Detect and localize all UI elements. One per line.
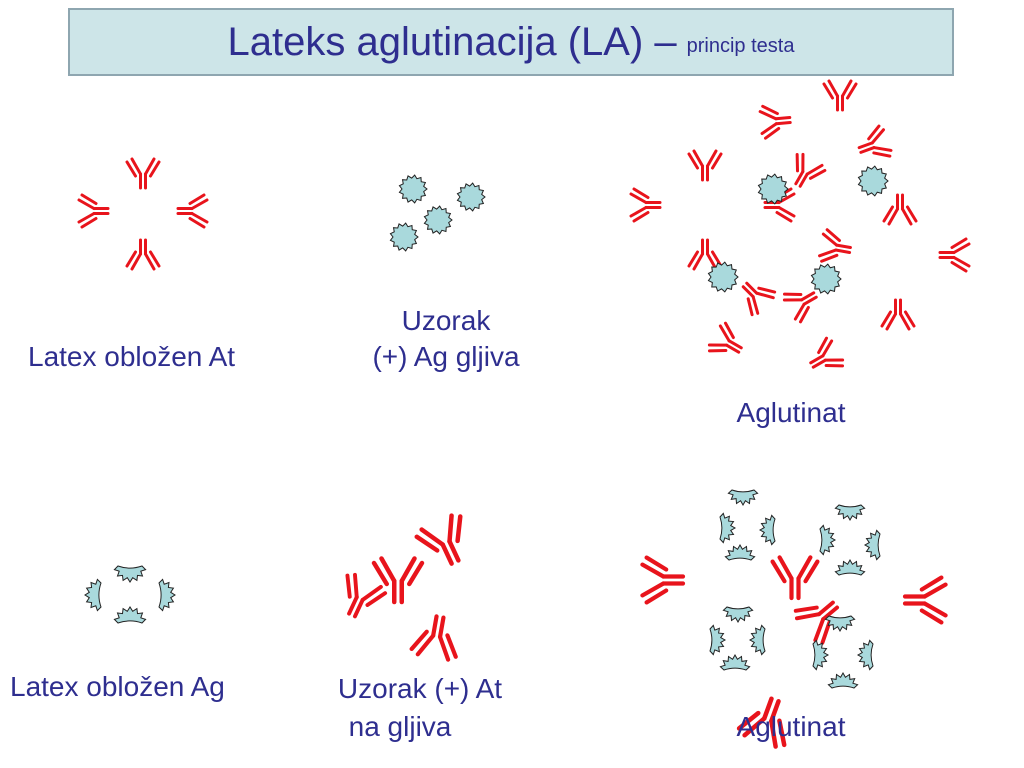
antigen-fragment-icon — [719, 512, 737, 544]
antigen-fragment-icon — [758, 514, 776, 546]
antibody-icon — [77, 193, 110, 229]
latex-particle-icon — [810, 263, 842, 295]
antibody-icon — [770, 555, 820, 601]
title-banner: Lateks aglutinacija (LA) – princip testa — [68, 8, 954, 76]
antibody-icon — [176, 193, 209, 229]
antibody-icon — [409, 614, 458, 662]
latex-particle-icon — [707, 261, 739, 293]
antibody-icon — [125, 157, 161, 190]
antibody-icon — [640, 555, 686, 605]
antibody-icon — [687, 238, 723, 271]
antigen-fragment-icon — [724, 543, 756, 561]
page-title: Lateks aglutinacija (LA) – — [227, 19, 677, 64]
antibody-icon — [902, 575, 948, 625]
antibody-icon — [414, 513, 463, 566]
latex-particle-icon — [398, 174, 428, 204]
antigen-fragment-icon — [113, 606, 147, 624]
antibody-icon — [707, 321, 743, 354]
label-agglutinate-bottom: Aglutinat — [736, 711, 846, 742]
antibody-icon — [809, 336, 845, 369]
latex-particle-icon — [757, 173, 789, 205]
antibody-icon — [345, 572, 388, 619]
particle-layer — [84, 165, 889, 689]
antibody-icon — [629, 187, 662, 223]
antibody-icon — [736, 696, 787, 749]
antibody-icon — [938, 237, 971, 273]
page-subtitle: princip testa — [686, 34, 795, 57]
antigen-fragment-icon — [812, 639, 830, 671]
antigen-fragment-icon — [113, 565, 147, 583]
antigen-fragment-icon — [827, 671, 859, 689]
antibody-icon — [782, 291, 818, 324]
antibody-icon — [794, 152, 827, 188]
antigen-fragment-icon — [158, 578, 176, 612]
antibody-icon — [793, 600, 840, 645]
antibody-icon — [880, 298, 916, 331]
latex-particle-icon — [423, 205, 453, 235]
antigen-fragment-icon — [824, 615, 856, 633]
label-sample-antibody-line2: na gljiva — [348, 711, 452, 742]
label-sample-antibody-line1: Uzorak (+) At — [337, 673, 503, 704]
antigen-fragment-icon — [719, 653, 751, 671]
antibody-layer — [77, 79, 971, 749]
antigen-fragment-icon — [856, 639, 874, 671]
label-sample-antigen-line1: Uzorak — [401, 305, 491, 336]
antigen-fragment-icon — [863, 529, 881, 561]
antigen-fragment-icon — [84, 578, 102, 612]
antigen-fragment-icon — [834, 504, 866, 522]
label-sample-antigen-line2: (+) Ag gljiva — [372, 341, 520, 372]
antigen-fragment-icon — [727, 489, 759, 507]
antigen-fragment-icon — [819, 524, 837, 556]
antigen-fragment-icon — [834, 558, 866, 576]
antibody-icon — [741, 281, 777, 317]
antibody-icon — [882, 193, 918, 226]
antibody-icon — [687, 149, 723, 182]
antigen-fragment-icon — [709, 624, 727, 656]
antigen-fragment-icon — [722, 606, 754, 624]
antibody-icon — [822, 79, 858, 112]
antigen-fragment-icon — [748, 624, 766, 656]
label-latex-coated-antigen: Latex obložen Ag — [10, 671, 225, 702]
latex-particle-icon — [456, 182, 486, 212]
latex-particle-icon — [389, 222, 419, 252]
label-latex-coated-antibody: Latex obložen At — [28, 341, 236, 372]
antibody-icon — [125, 238, 161, 271]
antibody-icon — [818, 228, 852, 263]
label-agglutinate-top: Aglutinat — [736, 397, 846, 428]
antibody-icon — [371, 556, 425, 605]
latex-particle-icon — [857, 165, 889, 197]
antibody-icon — [758, 104, 792, 140]
antibody-icon — [857, 124, 893, 158]
